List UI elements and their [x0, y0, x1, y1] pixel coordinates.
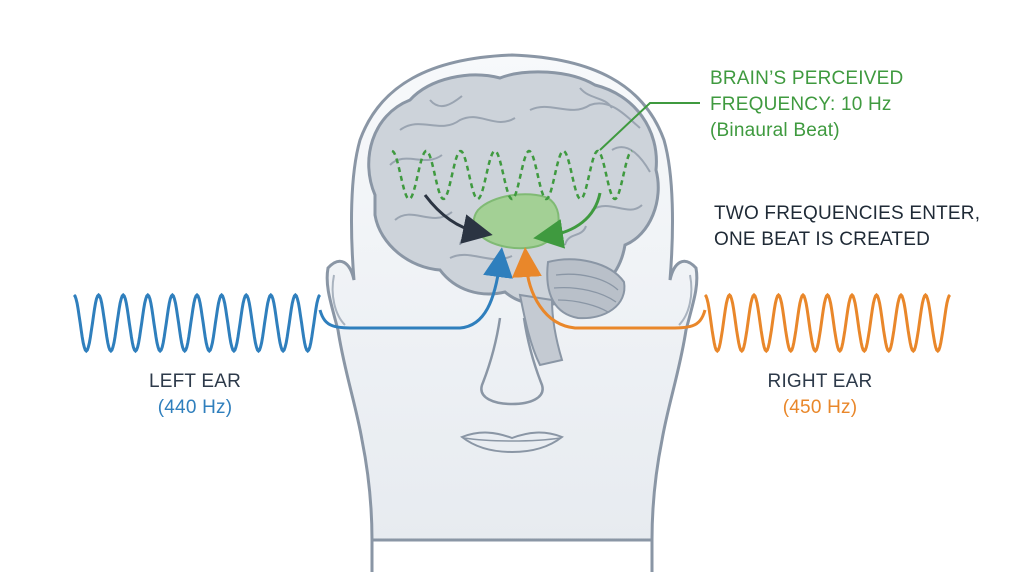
right-signal-arrow	[511, 247, 707, 330]
sine-wave-left	[72, 292, 322, 354]
perceived-frequency-label: BRAIN’S PERCEIVED FREQUENCY: 10 Hz (Bina…	[710, 66, 903, 144]
caption-label: TWO FREQUENCIES ENTER, ONE BEAT IS CREAT…	[714, 201, 980, 253]
caption-line-1: TWO FREQUENCIES ENTER,	[714, 203, 981, 224]
caption-line-2: ONE BEAT IS CREATED	[714, 229, 931, 250]
left-ear-frequency: (440 Hz)	[157, 397, 233, 418]
perceived-line-3: (Binaural Beat)	[710, 120, 840, 141]
right-ear-label: RIGHT EAR (450 Hz)	[755, 369, 885, 421]
merge-arrow-green	[533, 192, 602, 249]
perceived-leader-line	[599, 102, 700, 151]
perceived-line-1: BRAIN’S PERCEIVED	[710, 68, 904, 89]
right-ear-title: RIGHT EAR	[767, 371, 873, 392]
brain-icon	[367, 70, 660, 367]
sine-wave-right	[703, 292, 952, 354]
left-signal-arrow	[318, 247, 513, 330]
left-ear-label: LEFT EAR (440 Hz)	[140, 369, 250, 421]
right-ear-frequency: (450 Hz)	[782, 397, 858, 418]
perceived-line-2: FREQUENCY: 10 Hz	[710, 94, 892, 115]
left-ear-title: LEFT EAR	[148, 371, 242, 392]
merge-arrow-dark	[423, 194, 493, 244]
binaural-beat-wave	[391, 149, 633, 201]
